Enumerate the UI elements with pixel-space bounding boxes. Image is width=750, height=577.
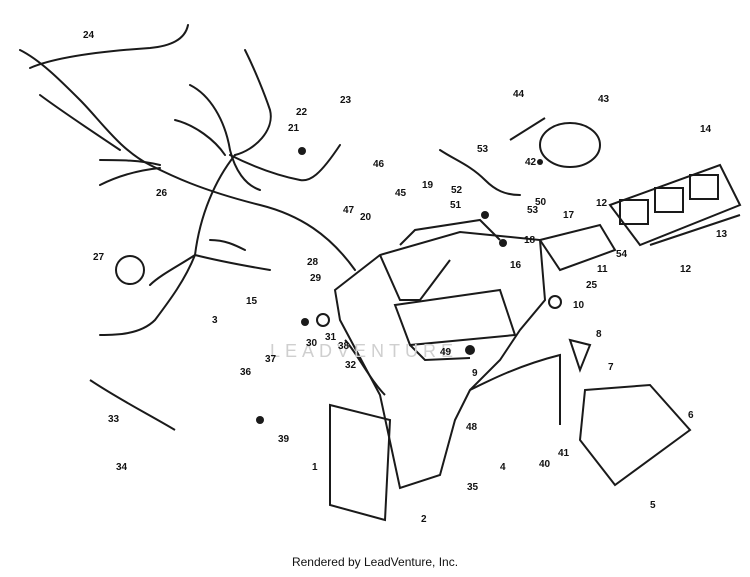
part-label-9: 9 xyxy=(472,368,478,379)
part-label-50: 50 xyxy=(535,197,547,208)
console-housing xyxy=(329,218,561,522)
part-number-labels: 1234567891011121213141516171819202122232… xyxy=(83,30,728,525)
part-label-2: 2 xyxy=(421,514,427,525)
part-label-17: 17 xyxy=(563,210,575,221)
part-label-25: 25 xyxy=(586,280,598,291)
part-label-4: 4 xyxy=(500,462,506,473)
part-label-18: 18 xyxy=(524,235,536,246)
watermark-text: LEADVENTURE xyxy=(270,341,458,361)
part-label-42: 42 xyxy=(525,157,537,168)
part-label-40: 40 xyxy=(539,459,551,470)
footer-credit: Rendered by LeadVenture, Inc. xyxy=(291,555,459,569)
part-label-45: 45 xyxy=(395,188,407,199)
part-label-46: 46 xyxy=(373,159,385,170)
part-label-54: 54 xyxy=(616,249,628,260)
part-label-21: 21 xyxy=(288,123,300,134)
part-label-36: 36 xyxy=(240,367,252,378)
part-label-47: 47 xyxy=(343,205,355,216)
part-label-48: 48 xyxy=(466,422,478,433)
part-label-35: 35 xyxy=(467,482,479,493)
part-label-41: 41 xyxy=(558,448,570,459)
small-fasteners xyxy=(115,147,562,424)
part-label-20: 20 xyxy=(360,212,372,223)
part-label-16: 16 xyxy=(510,260,522,271)
part-label-32: 32 xyxy=(345,360,357,371)
part-label-39: 39 xyxy=(278,434,290,445)
part-label-14: 14 xyxy=(700,124,712,135)
part-label-23: 23 xyxy=(340,95,352,106)
part-label-22: 22 xyxy=(296,107,308,118)
dash-gauge-cluster xyxy=(89,117,742,487)
part-label-11: 11 xyxy=(597,264,608,275)
part-label-3: 3 xyxy=(212,315,218,326)
part-label-38: 38 xyxy=(338,341,350,352)
part-label-1: 1 xyxy=(312,462,318,473)
part-label-12: 12 xyxy=(596,198,608,209)
part-label-5: 5 xyxy=(650,500,656,511)
part-label-31: 31 xyxy=(325,332,337,343)
part-label-52: 52 xyxy=(451,185,463,196)
part-label-27: 27 xyxy=(93,252,105,263)
part-label-7: 7 xyxy=(608,362,614,373)
part-label-6: 6 xyxy=(688,410,694,421)
part-label-33: 33 xyxy=(108,414,120,425)
part-label-37: 37 xyxy=(265,354,277,365)
part-label-15: 15 xyxy=(246,296,258,307)
wiring-harness xyxy=(19,24,521,336)
part-label-28: 28 xyxy=(307,257,319,268)
part-label-26: 26 xyxy=(156,188,168,199)
part-label-12-b: 12 xyxy=(680,264,692,275)
part-label-19: 19 xyxy=(422,180,434,191)
part-label-24: 24 xyxy=(83,30,95,41)
part-label-51: 51 xyxy=(450,200,462,211)
part-label-53: 53 xyxy=(477,144,489,155)
part-label-13: 13 xyxy=(716,229,728,240)
part-label-43: 43 xyxy=(598,94,610,105)
part-label-30: 30 xyxy=(306,338,318,349)
part-label-44: 44 xyxy=(513,89,525,100)
part-label-34: 34 xyxy=(116,462,128,473)
part-label-8: 8 xyxy=(596,329,602,340)
part-label-10: 10 xyxy=(573,300,585,311)
part-label-49: 49 xyxy=(440,347,452,358)
part-label-29: 29 xyxy=(310,273,322,284)
part-label-53-b: 53 xyxy=(527,205,539,216)
